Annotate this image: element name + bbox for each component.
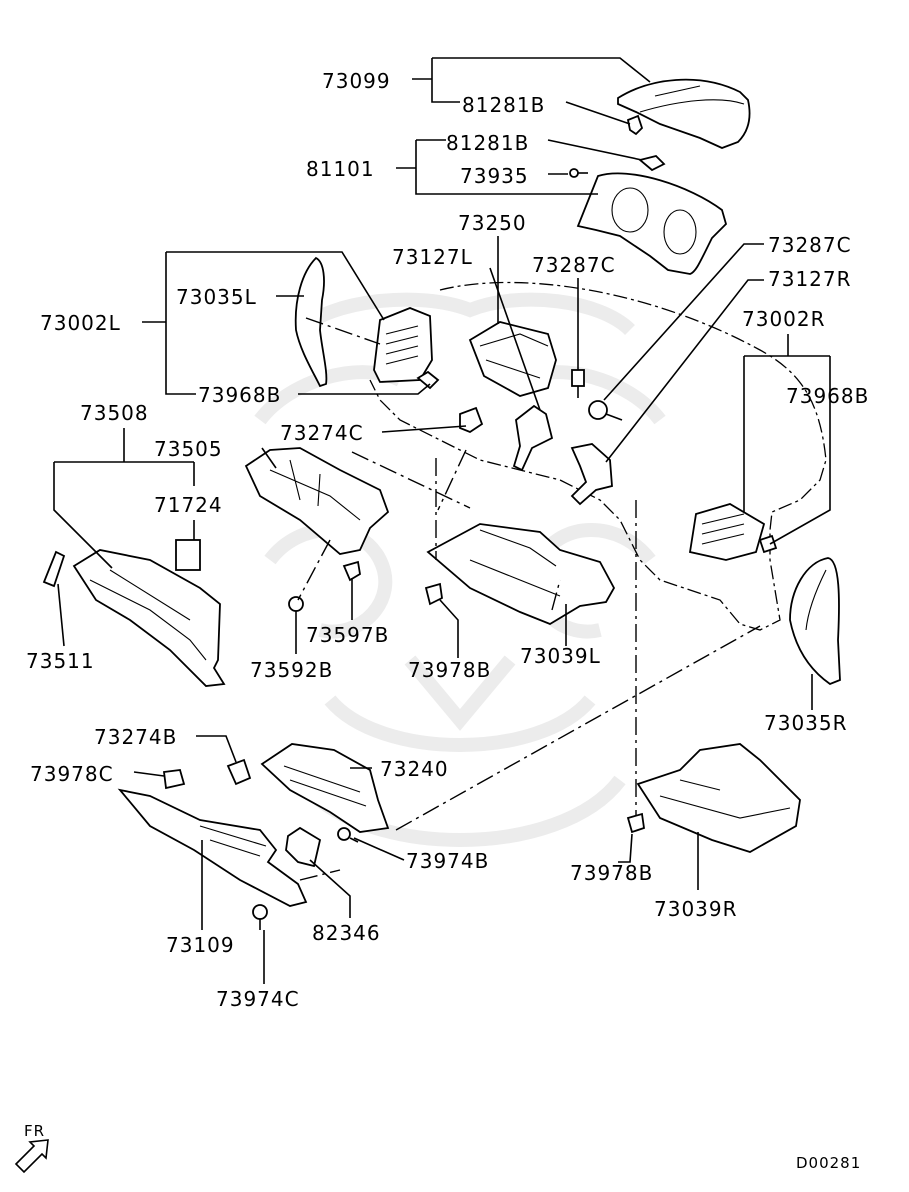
- label-73002L: 73002L: [40, 311, 121, 335]
- part-73039L-under-cover: [426, 523, 616, 626]
- part-73287C-bolt-a: [571, 369, 585, 398]
- part-73978B-clip-b: [626, 812, 645, 834]
- label-73099: 73099: [322, 69, 391, 93]
- label-81281B-upper: 81281B: [462, 93, 545, 117]
- part-73974B-screw: [337, 827, 359, 843]
- label-73287C-center: 73287C: [532, 253, 616, 277]
- assembly-lines: [297, 317, 761, 881]
- label-73968B-left: 73968B: [198, 383, 281, 407]
- label-73250: 73250: [458, 211, 527, 235]
- part-73035R-side-cover: [789, 557, 841, 686]
- diagram-code: D00281: [796, 1154, 861, 1172]
- front-arrow-icon: [14, 1139, 49, 1174]
- part-73274B-clip: [226, 758, 252, 786]
- label-73274B: 73274B: [94, 725, 177, 749]
- label-73978C: 73978C: [30, 762, 114, 786]
- part-73974C-screw: [252, 904, 268, 930]
- part-labels: 73099 81281B 81281B 81101 73935 73250 73…: [26, 69, 869, 1011]
- label-82346: 82346: [312, 921, 381, 945]
- label-73974B: 73974B: [406, 849, 489, 873]
- label-73287C-right: 73287C: [768, 233, 852, 257]
- part-81281B-clip-upper: [626, 114, 644, 136]
- part-73511-damper: [42, 550, 66, 588]
- label-73592B: 73592B: [250, 658, 333, 682]
- label-73109: 73109: [166, 933, 235, 957]
- label-73597B: 73597B: [306, 623, 389, 647]
- part-73592B-screw: [288, 596, 304, 620]
- part-73109-lower-panel: [117, 788, 308, 907]
- part-73002R-vent-right: [688, 503, 766, 561]
- part-73127L-bracket: [512, 404, 554, 472]
- label-73974C: 73974C: [216, 987, 300, 1011]
- label-71724: 71724: [154, 493, 223, 517]
- part-82346-switch: [285, 826, 322, 868]
- label-73978B-right: 73978B: [570, 861, 653, 885]
- part-73039R-under-cover: [636, 743, 801, 853]
- part-73035L-side-cover: [294, 256, 328, 388]
- part-73274C-clip: [459, 406, 484, 434]
- label-81281B-lower: 81281B: [446, 131, 529, 155]
- part-71724-label: [175, 539, 201, 571]
- part-73978C-clip: [162, 769, 186, 790]
- part-73287C-bolt-b: [588, 400, 623, 421]
- instrument-panel-outline: [369, 281, 827, 631]
- label-73035L: 73035L: [176, 285, 257, 309]
- label-73127L: 73127L: [392, 245, 473, 269]
- label-73978B-center: 73978B: [408, 658, 491, 682]
- label-73505: 73505: [154, 437, 223, 461]
- label-73511: 73511: [26, 649, 95, 673]
- label-73508: 73508: [80, 401, 149, 425]
- label-81101: 81101: [306, 157, 375, 181]
- label-73035R: 73035R: [764, 711, 848, 735]
- part-73127R-bracket: [570, 443, 613, 506]
- label-73935: 73935: [460, 164, 529, 188]
- label-73127R: 73127R: [768, 267, 852, 291]
- leader-lines: [53, 57, 831, 984]
- part-73978B-clip-a: [424, 582, 443, 606]
- part-73240-switch-panel: [260, 743, 390, 833]
- label-73968B-right: 73968B: [786, 384, 869, 408]
- label-73039R: 73039R: [654, 897, 738, 921]
- front-direction-indicator: FR: [14, 1122, 49, 1174]
- label-73240: 73240: [380, 757, 449, 781]
- part-73099-cover: [617, 78, 751, 149]
- front-direction-label: FR: [24, 1122, 45, 1140]
- label-73039L: 73039L: [520, 644, 601, 668]
- part-73597B-clip: [342, 560, 361, 582]
- part-73935-screw: [569, 168, 588, 178]
- label-73274C: 73274C: [280, 421, 364, 445]
- part-73508-glovebox: [72, 549, 226, 687]
- label-73002R: 73002R: [742, 307, 826, 331]
- part-81281B-clip-lower: [638, 155, 666, 172]
